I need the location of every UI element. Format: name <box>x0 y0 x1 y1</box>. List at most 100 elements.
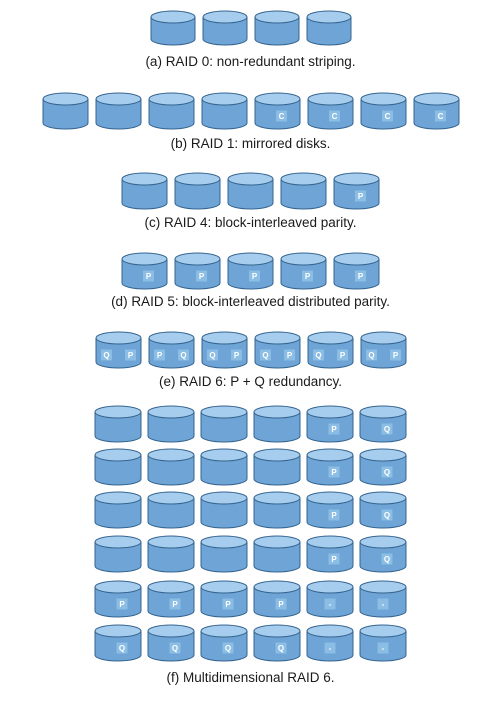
raid-multidimensional-disk <box>94 491 142 529</box>
caption-raid-0: (a) RAID 0: non-redundant striping. <box>145 54 356 69</box>
raid-5-disk: P <box>121 252 168 290</box>
raid-5-disk: P <box>227 252 274 290</box>
raid-0-disk <box>150 10 196 46</box>
raid-1-disk: C <box>413 92 460 130</box>
raid-multidimensional-disk <box>200 405 248 443</box>
disk-label: P <box>199 272 205 281</box>
raid-multidimensional-disk <box>200 448 248 486</box>
raid-1-disk <box>95 92 142 130</box>
disk-label: C <box>438 112 444 121</box>
caption-raid-multidimensional: (f) Multidimensional RAID 6. <box>166 670 335 685</box>
disk-label: P <box>358 192 364 201</box>
raid-multidimensional-disk: - <box>359 580 407 618</box>
raid-multidimensional-disk: P <box>306 535 354 573</box>
disk-label: Q <box>172 644 178 653</box>
raid-multidimensional-disk <box>94 405 142 443</box>
raid-multidimensional-disk <box>253 491 301 529</box>
disk-label: Q <box>225 644 231 653</box>
raid-multidimensional-disk: P <box>306 491 354 529</box>
disk-label: P <box>287 351 293 360</box>
raid-4-disk <box>174 172 221 210</box>
caption-raid-5: (d) RAID 5: block-interleaved distribute… <box>111 294 390 309</box>
disk-label: P <box>305 272 311 281</box>
disk-label: P <box>157 351 163 360</box>
raid-1-disk <box>42 92 89 130</box>
disk-label: Q <box>119 644 125 653</box>
raid-1-disk <box>201 92 248 130</box>
disk-label: Q <box>103 351 109 360</box>
disk-label: Q <box>262 351 268 360</box>
disk-label: - <box>329 644 332 653</box>
raid-multidimensional-disk <box>253 405 301 443</box>
disk-label: P <box>331 511 337 520</box>
caption-raid-4: (c) RAID 4: block-interleaved parity. <box>144 215 357 230</box>
raid-multidimensional-disk: P <box>94 580 142 618</box>
disk-label: Q <box>209 351 215 360</box>
raid-4-disk: P <box>333 172 380 210</box>
raid-multidimensional-disk: Q <box>94 624 142 662</box>
disk-label: P <box>225 600 231 609</box>
disk-label: Q <box>384 425 390 434</box>
raid-4-disk <box>121 172 168 210</box>
disk-label: P <box>146 272 152 281</box>
raid-multidimensional-disk <box>200 535 248 573</box>
raid-multidimensional-disk: Q <box>359 448 407 486</box>
disk-label: Q <box>180 351 186 360</box>
raid-multidimensional-disk: Q <box>359 491 407 529</box>
raid-0-disk <box>254 10 300 46</box>
disk-label: C <box>279 112 285 121</box>
raid-multidimensional-disk <box>147 535 195 573</box>
raid-4-disk <box>280 172 327 210</box>
raid-multidimensional-disk: Q <box>359 405 407 443</box>
disk-label: P <box>331 555 337 564</box>
raid-multidimensional-disk <box>147 491 195 529</box>
disk-label: C <box>332 112 338 121</box>
caption-raid-6: (e) RAID 6: P + Q redundancy. <box>159 374 342 389</box>
raid-multidimensional-disk <box>253 448 301 486</box>
disk-label: - <box>382 600 385 609</box>
disk-label: Q <box>368 351 374 360</box>
disk-label: P <box>119 600 125 609</box>
disk-label: Q <box>384 511 390 520</box>
disk-label: P <box>252 272 258 281</box>
raid-multidimensional-disk: P <box>147 580 195 618</box>
disk-label: P <box>393 351 399 360</box>
raid-multidimensional-disk: Q <box>200 624 248 662</box>
disk-label: - <box>329 600 332 609</box>
disk-label: - <box>382 644 385 653</box>
raid-multidimensional-disk: - <box>359 624 407 662</box>
disk-label: P <box>331 468 337 477</box>
disk-label: C <box>385 112 391 121</box>
raid-multidimensional-disk <box>253 535 301 573</box>
raid-multidimensional-disk: P <box>306 405 354 443</box>
raid-multidimensional-disk <box>94 448 142 486</box>
caption-raid-1: (b) RAID 1: mirrored disks. <box>170 136 331 151</box>
raid-multidimensional-disk: - <box>306 624 354 662</box>
raid-1-disk: C <box>307 92 354 130</box>
raid-0-disk <box>306 10 352 46</box>
disk-label: P <box>234 351 240 360</box>
disk-label: P <box>172 600 178 609</box>
raid-5-disk: P <box>174 252 221 290</box>
raid-multidimensional-disk: Q <box>359 535 407 573</box>
raid-multidimensional-disk: Q <box>253 624 301 662</box>
disk-label: Q <box>278 644 284 653</box>
raid-multidimensional-disk: - <box>306 580 354 618</box>
raid-0-disk <box>202 10 248 46</box>
disk-label: Q <box>384 555 390 564</box>
disk-label: P <box>331 425 337 434</box>
disk-label: Q <box>315 351 321 360</box>
raid-1-disk: C <box>254 92 301 130</box>
raid-multidimensional-disk <box>200 491 248 529</box>
disk-label: Q <box>384 468 390 477</box>
raid-multidimensional-disk: P <box>253 580 301 618</box>
raid-multidimensional-disk <box>94 535 142 573</box>
raid-1-disk <box>148 92 195 130</box>
disk-label: P <box>128 351 134 360</box>
